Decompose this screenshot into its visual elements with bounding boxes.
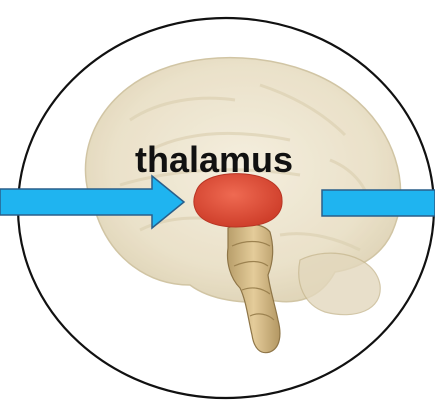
thalamus-structure xyxy=(194,174,282,227)
thalamus-label: thalamus xyxy=(135,139,293,180)
arrow-right-pointing-right xyxy=(322,190,435,216)
